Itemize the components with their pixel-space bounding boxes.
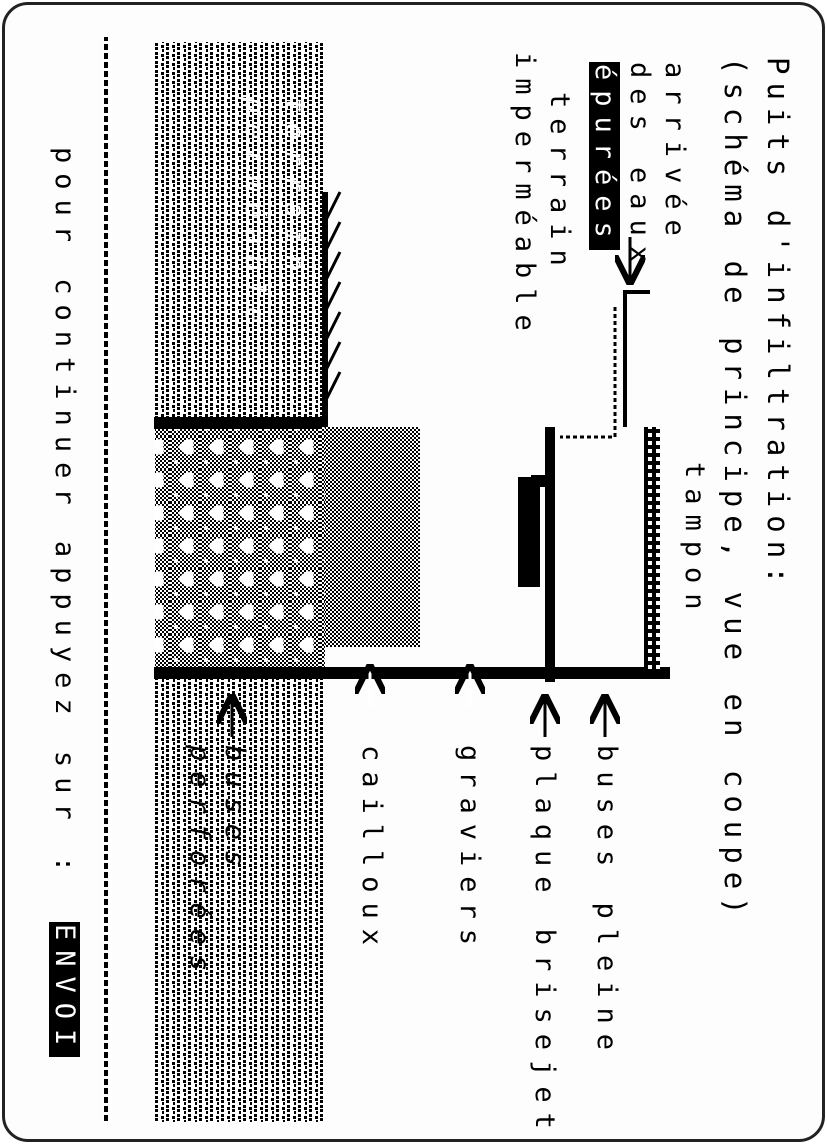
page-title: Puits d'infiltration: — [761, 57, 795, 592]
continue-prompt: pour continuer appuyez sur : — [49, 147, 80, 883]
splash-plate-label: plaque brisejet — [529, 745, 560, 1139]
pebbles-label: cailloux — [356, 745, 387, 956]
infiltration-well-diagram — [102, 37, 670, 1122]
page-subtitle: (schéma de principe, vue en coupe) — [718, 57, 752, 923]
pipe-rim — [545, 427, 555, 682]
inlet-label-2: des eaux — [624, 62, 655, 273]
perforated-label-1: buses — [219, 745, 250, 877]
well-wall-right — [154, 667, 670, 679]
inlet-flow — [560, 307, 617, 439]
gravel-label: graviers — [454, 745, 485, 956]
gravel-fill-edge — [325, 617, 420, 647]
permeable-label-2: perméable — [239, 97, 270, 334]
well-wall-left — [154, 417, 322, 429]
solid-pipes-label: buses pleine — [591, 745, 622, 1061]
inlet-label-1: arrivée — [659, 62, 690, 246]
cover-lid — [644, 427, 660, 672]
inlet-pipe — [623, 290, 650, 427]
cover-label: tampon — [679, 462, 710, 620]
impermeable-label-1: terrain — [544, 92, 575, 276]
bottom-border-dots — [102, 37, 112, 1122]
impermeable-label-2: imperméable — [509, 52, 540, 341]
inlet-label-3: épurées — [589, 62, 620, 250]
permeable-label-1: terrain — [279, 97, 310, 281]
splash-plate — [518, 477, 540, 587]
pebble-fill — [155, 427, 325, 677]
minitel-screen: Puits d'infiltration: (schéma de princip… — [7, 7, 827, 1147]
perforated-label-2: perforées — [184, 745, 215, 982]
gravel-fill — [325, 427, 420, 617]
envoi-key[interactable]: ENVOI — [49, 922, 80, 1058]
